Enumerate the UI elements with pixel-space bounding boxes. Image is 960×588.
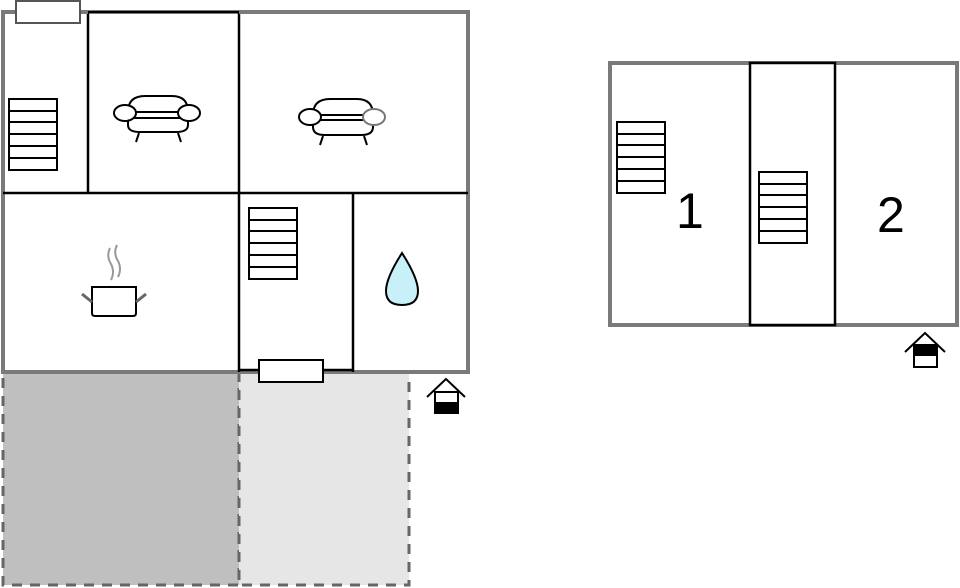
- entrance-door: [258, 359, 324, 383]
- water-drop-icon: [384, 251, 420, 307]
- room-label-2: 2: [877, 187, 905, 243]
- stairs-icon: [248, 207, 298, 280]
- stairs-icon: [8, 98, 58, 171]
- open-terrace: [237, 370, 411, 587]
- covered-terrace: [1, 370, 241, 587]
- sofa-icon: [113, 95, 201, 143]
- upper-floor-icon: [904, 331, 946, 368]
- room-label-1: 1: [676, 183, 704, 239]
- window-top: [15, 0, 81, 24]
- cooking-pot-icon: [81, 244, 147, 317]
- stairs-icon: [758, 171, 808, 244]
- stairs-icon: [616, 121, 666, 194]
- ground-floor-icon: [426, 377, 466, 414]
- sofa-icon: [298, 98, 386, 146]
